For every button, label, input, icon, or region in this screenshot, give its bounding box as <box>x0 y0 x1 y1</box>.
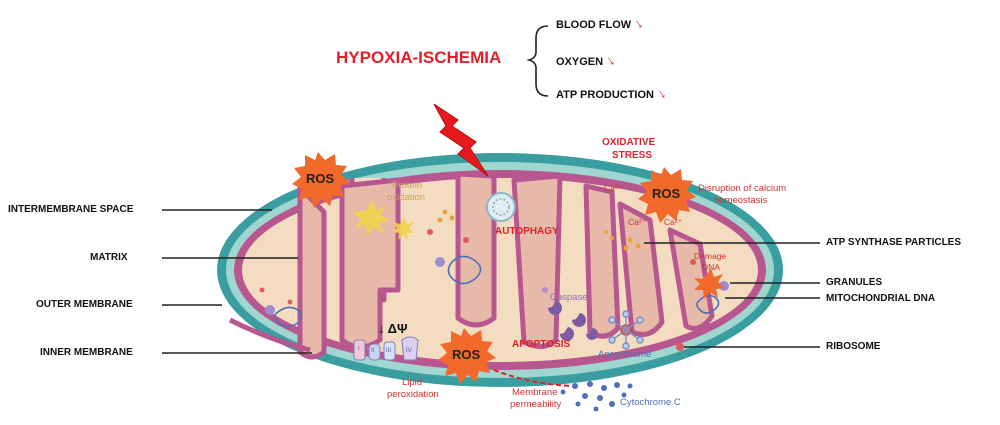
caspase-label: Caspase <box>550 292 588 303</box>
autophagosome <box>486 192 516 222</box>
effect-oxygen-label: OXYGEN <box>556 56 604 68</box>
complex-i-label: I <box>358 346 360 352</box>
effect-blood-flow-label: BLOOD FLOW <box>556 19 632 31</box>
atp-synthase-particles <box>437 209 641 251</box>
ros-star-center <box>438 328 496 384</box>
protein-oxidation-line2: oxidation <box>387 192 426 203</box>
protein-oxidation-bursts <box>352 200 414 240</box>
ros-label-right: ROS <box>652 186 681 201</box>
effect-atp-production-label: ATP PRODUCTION <box>556 89 654 101</box>
oxidative-stress-line1: OXIDATIVE <box>602 137 656 148</box>
granules <box>265 257 729 315</box>
effect-oxygen: OXYGEN↓ <box>556 52 618 69</box>
calcium-disruption-line2: homeostasis <box>714 195 768 206</box>
autophagy-label: AUTOPHAGY <box>495 226 559 237</box>
mitochondrial-dna <box>274 255 720 328</box>
calcium-ion-3: Ca²⁺ <box>664 217 683 227</box>
ros-star-left <box>292 152 350 208</box>
cristae <box>228 171 715 360</box>
damage-dna-line1: Damage <box>694 251 727 261</box>
leader-lines-left <box>162 209 312 354</box>
lipid-peroxidation-line2: peroxidation <box>387 389 439 400</box>
membrane-permeability-line1: Membrane <box>512 387 558 398</box>
calcium-ion-2: Ca²⁺ <box>628 217 647 227</box>
leader-lines-right <box>644 242 820 348</box>
label-atp-synthase-particles: ATP SYNTHASE PARTICLES <box>826 237 962 248</box>
apoptosome <box>608 310 644 350</box>
ros-label-left: ROS <box>306 171 335 186</box>
caspases <box>548 301 598 341</box>
membrane-permeability-line2: permeability <box>510 399 562 410</box>
lipid-peroxidation-line1: Lipid <box>402 377 423 388</box>
ros-star-right <box>638 167 696 223</box>
lightning-bolt <box>433 103 489 177</box>
label-inner-membrane: INNER MEMBRANE <box>40 347 133 358</box>
apoptosis-label: APOPTOSIS <box>512 339 571 350</box>
label-outer-membrane: OUTER MEMBRANE <box>36 299 133 310</box>
complex-iii-label: III <box>386 348 392 354</box>
damaged-dna-burst <box>694 268 725 299</box>
oxidative-stress-line2: STRESS <box>612 150 653 161</box>
label-intermembrane-space: INTERMEMBRANE SPACE <box>8 204 134 215</box>
mitochondrion <box>217 153 783 387</box>
protein-oxidation-line1: Protein <box>392 180 423 191</box>
ros-label-center: ROS <box>452 347 481 362</box>
cytochrome-c-label: Cytochrome C <box>620 397 681 408</box>
apoptosome-label: Apoptosome <box>598 349 652 360</box>
label-granules: GRANULES <box>826 277 883 288</box>
ribosomes <box>259 229 696 351</box>
effect-blood-flow: BLOOD FLOW↓ <box>556 15 646 32</box>
effect-atp-production: ATP PRODUCTION↓ <box>556 85 669 102</box>
membrane-permeability-line <box>493 369 573 387</box>
hypoxia-ischemia-title: HYPOXIA-ISCHEMIA <box>336 48 502 67</box>
membrane-potential-label: ↓ ΔΨ <box>378 321 408 336</box>
calcium-ion-1: Ca²⁺ <box>604 183 623 193</box>
damage-dna-line2: DNA <box>702 262 720 272</box>
header-brace <box>526 25 549 97</box>
label-mitochondrial-dna: MITOCHONDRIAL DNA <box>826 293 936 304</box>
cytochrome-c-molecules <box>560 381 633 412</box>
calcium-disruption-line1: Disruption of calcium <box>698 183 787 194</box>
complex-iv-label: IV <box>406 348 412 354</box>
electron-transport-complexes <box>353 336 419 361</box>
label-ribosome: RIBOSOME <box>826 341 881 352</box>
label-matrix: MATRIX <box>90 252 128 263</box>
complex-ii-label: II <box>371 348 375 354</box>
